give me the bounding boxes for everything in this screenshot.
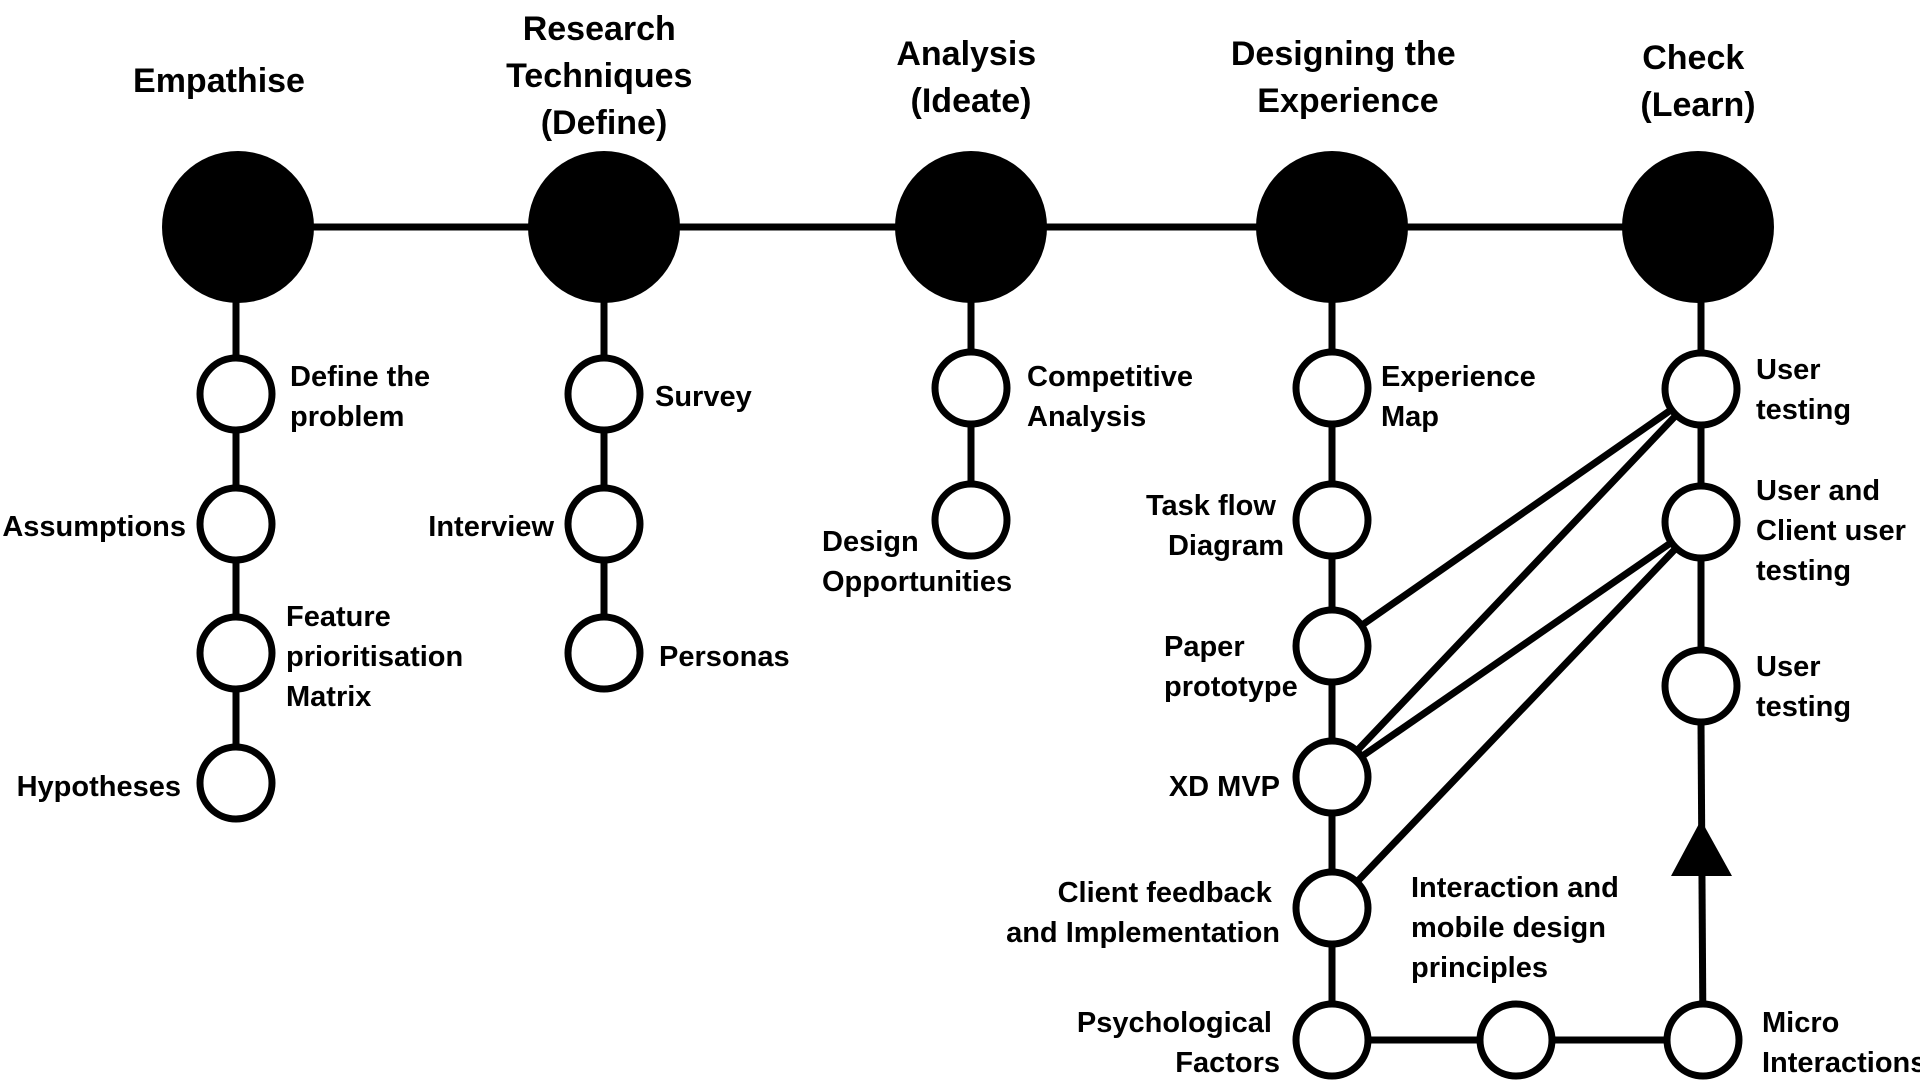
label-psychological-factors: Psychological Factors <box>1077 1007 1280 1079</box>
label-micro-interactions: Micro Interactions <box>1762 1007 1920 1079</box>
node-competitive-analysis <box>931 348 1011 428</box>
label-interview: Interview <box>428 511 554 543</box>
stage-circle-learn <box>1622 151 1774 303</box>
label-paper-prototype: Paper prototype <box>1164 631 1298 703</box>
stage-circles <box>162 151 1774 303</box>
node-micro-interactions <box>1663 1000 1743 1080</box>
node-xd-mvp <box>1292 737 1372 817</box>
node-survey <box>564 354 644 434</box>
phase-title-design: Designing the Experience <box>1231 35 1465 120</box>
phase-title-ideate: Analysis (Ideate) <box>896 35 1045 120</box>
diagonal-feedback-to-client-testing <box>1329 519 1704 911</box>
label-task-flow: Task flow Diagram <box>1146 490 1284 562</box>
label-assumptions: Assumptions <box>2 511 186 543</box>
label-personas: Personas <box>659 641 790 673</box>
arrow-up-icon <box>1671 820 1732 876</box>
label-client-feedback: Client feedback and Implementation <box>1006 877 1280 949</box>
node-circles <box>196 348 1743 1080</box>
label-feature-matrix: Feature prioritisation Matrix <box>286 601 471 713</box>
label-interaction-principles: Interaction and mobile design principles <box>1411 872 1627 984</box>
node-design-opportunities <box>931 480 1011 560</box>
label-survey: Survey <box>655 381 752 413</box>
phase-title-define: Research Techniques (Define) <box>506 10 702 142</box>
phase-title-learn: Check (Learn) <box>1640 39 1755 124</box>
node-user-client-testing <box>1661 482 1741 562</box>
diagonal-mvp-to-user-testing <box>1329 386 1704 780</box>
node-hypotheses <box>196 743 276 823</box>
node-paper-prototype <box>1292 606 1372 686</box>
phase-titles: Empathise Research Techniques (Define) A… <box>133 10 1756 142</box>
node-client-feedback <box>1292 868 1372 948</box>
phase-title-empathise: Empathise <box>133 62 305 100</box>
node-interaction-principles <box>1476 1000 1556 1080</box>
label-experience-map: Experience Map <box>1381 361 1544 433</box>
stage-circle-empathise <box>162 151 314 303</box>
node-interview <box>564 484 644 564</box>
diagonal-mvp-to-client-testing <box>1330 519 1703 780</box>
node-labels: Define the problem Assumptions Feature p… <box>2 354 1920 1079</box>
node-user-testing-2 <box>1661 646 1741 726</box>
stage-circle-ideate <box>895 151 1047 303</box>
learn-column-line-bottom <box>1697 721 1707 1041</box>
node-feature-matrix <box>196 613 276 693</box>
label-user-testing-2: User testing <box>1756 651 1851 723</box>
node-user-testing-1 <box>1661 349 1741 429</box>
node-task-flow <box>1292 480 1372 560</box>
label-define-problem: Define the problem <box>290 361 438 433</box>
stage-circle-design <box>1256 151 1408 303</box>
label-user-client-testing: User and Client user testing <box>1756 475 1914 587</box>
stage-circle-define <box>528 151 680 303</box>
node-experience-map <box>1292 348 1372 428</box>
label-competitive-analysis: Competitive Analysis <box>1027 361 1201 433</box>
node-define-problem <box>196 354 276 434</box>
node-assumptions <box>196 484 276 564</box>
diagonal-paper-to-user-testing <box>1329 386 1704 649</box>
node-personas <box>564 613 644 693</box>
label-xd-mvp: XD MVP <box>1169 771 1280 803</box>
node-psychological-factors <box>1292 1000 1372 1080</box>
label-hypotheses: Hypotheses <box>17 771 181 803</box>
label-user-testing-1: User testing <box>1756 354 1851 426</box>
label-design-opportunities: Design Opportunities <box>822 526 1012 598</box>
